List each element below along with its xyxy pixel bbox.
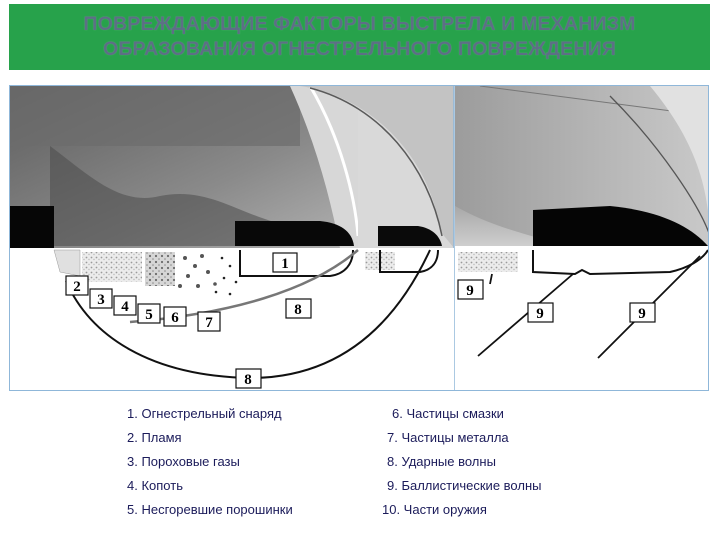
- legend-item-10: 10. Части оружия: [382, 502, 487, 517]
- diagram-frame: 1 2 3 4 5 6 7 8 8 9 9 9: [9, 85, 709, 391]
- svg-text:1: 1: [281, 256, 289, 272]
- callout-1: 1: [273, 253, 297, 272]
- legend-item-6: 6. Частицы смазки: [392, 406, 504, 421]
- legend-item-5: 5. Несгоревшие порошинки: [127, 502, 293, 517]
- svg-text:9: 9: [466, 283, 474, 299]
- callout-9c: 9: [630, 303, 655, 322]
- svg-text:9: 9: [536, 306, 544, 322]
- title-line-2: ОБРАЗОВАНИЯ ОГНЕСТРЕЛЬНОГО ПОВРЕЖДЕНИЯ: [103, 37, 616, 62]
- callout-7: 7: [198, 312, 220, 331]
- svg-text:5: 5: [145, 307, 153, 323]
- legend-item-4: 4. Копоть: [127, 478, 183, 493]
- svg-text:4: 4: [121, 299, 129, 315]
- legend-item-1: 1. Огнестрельный снаряд: [127, 406, 282, 421]
- legend-item-3: 3. Пороховые газы: [127, 454, 240, 469]
- svg-text:7: 7: [205, 315, 213, 331]
- callout-3: 3: [90, 289, 112, 308]
- svg-text:6: 6: [171, 310, 179, 326]
- legend-item-2: 2. Пламя: [127, 430, 182, 445]
- callout-8a: 8: [286, 299, 311, 318]
- svg-text:8: 8: [294, 302, 302, 318]
- callout-9b: 9: [528, 303, 553, 322]
- callout-6: 6: [164, 307, 186, 326]
- callout-4: 4: [114, 296, 136, 315]
- legend-item-8: 8. Ударные волны: [387, 454, 496, 469]
- right-photo: [455, 86, 709, 250]
- title-line-1: ПОВРЕЖДАЮЩИЕ ФАКТОРЫ ВЫСТРЕЛА И МЕХАНИЗМ: [83, 12, 635, 37]
- svg-text:2: 2: [73, 279, 81, 295]
- svg-text:8: 8: [244, 372, 252, 388]
- title-banner: ПОВРЕЖДАЮЩИЕ ФАКТОРЫ ВЫСТРЕЛА И МЕХАНИЗМ…: [9, 4, 710, 70]
- callout-5: 5: [138, 304, 160, 323]
- legend-item-9: 9. Баллистические волны: [387, 478, 541, 493]
- callout-8b: 8: [236, 369, 261, 388]
- svg-text:3: 3: [97, 292, 105, 308]
- callout-9a: 9: [458, 280, 483, 299]
- svg-text:9: 9: [638, 306, 646, 322]
- callout-2: 2: [66, 276, 88, 295]
- legend-item-7: 7. Частицы металла: [387, 430, 509, 445]
- shot-diagram: 1 2 3 4 5 6 7 8 8 9 9 9: [10, 86, 709, 391]
